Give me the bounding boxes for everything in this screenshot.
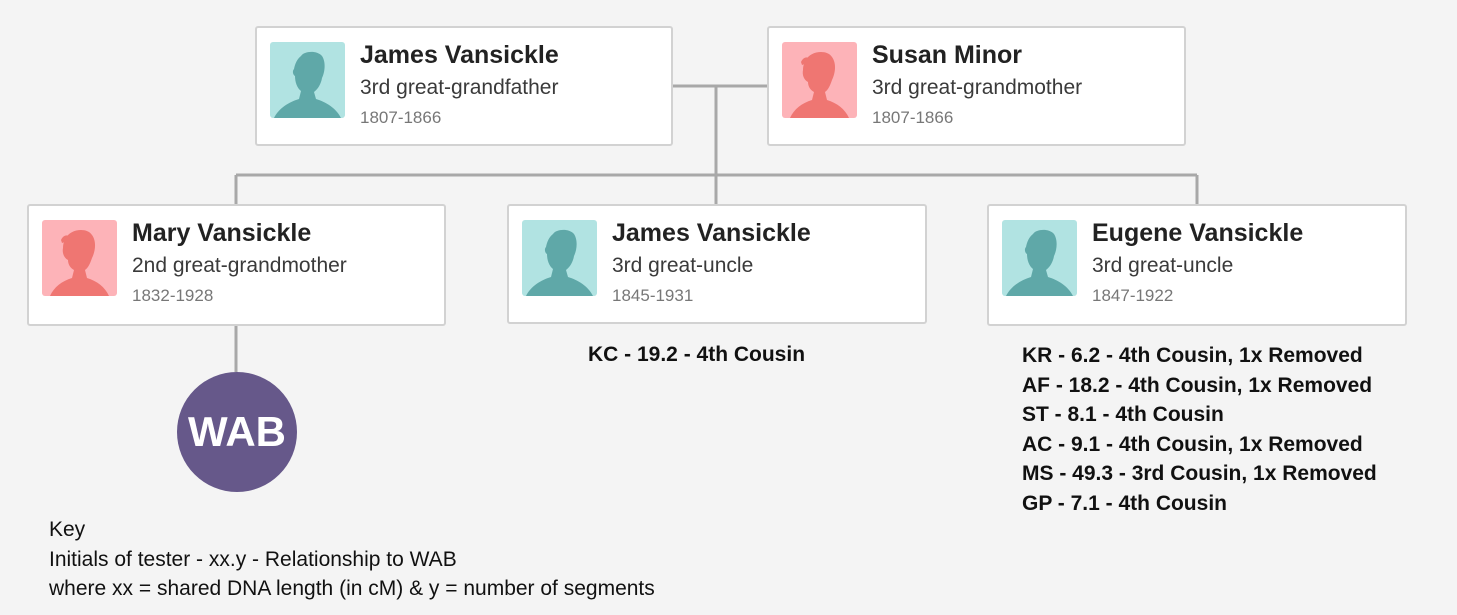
person-card-eugene-vansickle[interactable]: Eugene Vansickle 3rd great-uncle 1847-19… (987, 204, 1407, 326)
match-entry: GP - 7.1 - 4th Cousin (1022, 491, 1227, 515)
match-list-eugene: KR - 6.2 - 4th Cousin, 1x Removed AF - 1… (1022, 341, 1377, 518)
male-silhouette-icon (522, 220, 597, 296)
person-relationship: 3rd great-uncle (612, 254, 754, 277)
person-card-susan-minor[interactable]: Susan Minor 3rd great-grandmother 1807-1… (767, 26, 1186, 146)
match-entry: KC - 19.2 - 4th Cousin (588, 343, 806, 366)
person-relationship: 3rd great-grandfather (360, 76, 559, 99)
person-name: James Vansickle (360, 41, 559, 69)
person-card-james-vansickle-parent[interactable]: James Vansickle 3rd great-grandfather 18… (255, 26, 673, 146)
match-entry: MS - 49.3 - 3rd Cousin, 1x Removed (1022, 462, 1377, 485)
female-silhouette-icon (782, 42, 857, 118)
match-entry: ST - 8.1 - 4th Cousin (1022, 403, 1224, 426)
person-dates: 1807-1866 (360, 108, 442, 127)
male-silhouette-icon (270, 42, 345, 118)
male-silhouette-icon (1002, 220, 1077, 296)
female-silhouette-icon (42, 220, 117, 296)
person-name: Susan Minor (872, 41, 1023, 69)
person-name: James Vansickle (612, 219, 811, 247)
match-entry: KR - 6.2 - 4th Cousin, 1x Removed (1022, 344, 1363, 367)
person-dates: 1847-1922 (1092, 286, 1174, 305)
person-name: Mary Vansickle (132, 219, 312, 247)
person-relationship: 2nd great-grandmother (132, 254, 347, 277)
person-relationship: 3rd great-grandmother (872, 76, 1083, 99)
person-card-mary-vansickle[interactable]: Mary Vansickle 2nd great-grandmother 183… (27, 204, 446, 326)
match-entry: AF - 18.2 - 4th Cousin, 1x Removed (1022, 373, 1373, 397)
person-name: Eugene Vansickle (1092, 219, 1304, 247)
person-card-james-vansickle-child[interactable]: James Vansickle 3rd great-uncle 1845-193… (507, 204, 927, 324)
key-line-definition: where xx = shared DNA length (in cM) & y… (49, 577, 655, 600)
person-dates: 1845-1931 (612, 286, 694, 305)
person-dates: 1807-1866 (872, 108, 954, 127)
person-dates: 1832-1928 (132, 286, 214, 305)
key-line-format: Initials of tester - xx.y - Relationship… (49, 547, 457, 571)
key-title: Key (49, 518, 86, 541)
legend-key: Key Initials of tester - xx.y - Relation… (49, 515, 655, 604)
match-list-james: KC - 19.2 - 4th Cousin (588, 340, 805, 370)
match-entry: AC - 9.1 - 4th Cousin, 1x Removed (1022, 432, 1363, 456)
descendant-circle[interactable]: WAB (177, 372, 297, 492)
person-relationship: 3rd great-uncle (1092, 254, 1234, 277)
